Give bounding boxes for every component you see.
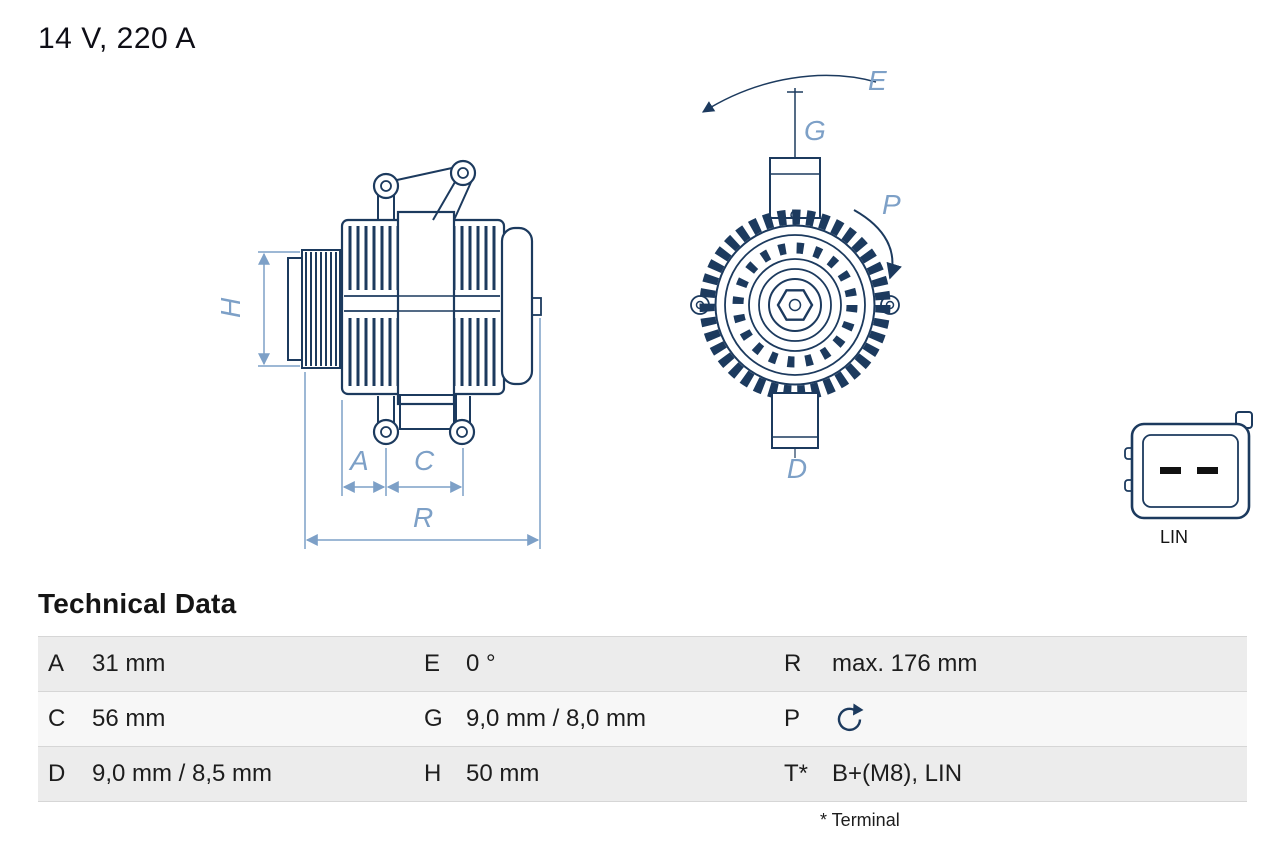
- bottom-mounting-block: [771, 392, 819, 449]
- lin-connector-icon: LIN: [1124, 411, 1253, 547]
- bottom-mounting-lugs: [372, 394, 476, 446]
- technical-drawing-svg: H A C R: [215, 65, 1253, 549]
- dim-value: max. 176 mm: [822, 636, 1247, 692]
- dimension-label-d: D: [787, 453, 807, 484]
- rear-cover: [500, 226, 534, 386]
- dimension-P: P: [853, 189, 902, 280]
- dim-value: 9,0 mm / 8,0 mm: [456, 691, 774, 747]
- dim-key: P: [774, 691, 822, 747]
- section-heading: Technical Data: [38, 588, 237, 619]
- dim-value: B+(M8), LIN: [822, 746, 1247, 802]
- rotation-direction-cell: [822, 691, 1247, 747]
- dimension-H: H: [215, 251, 300, 367]
- top-mounting-lugs: [372, 159, 477, 221]
- connector-pin: [1160, 467, 1181, 474]
- stator-ring: [699, 209, 891, 401]
- alternator-body: [340, 210, 542, 406]
- top-terminal-block: [769, 157, 821, 220]
- dimension-label-e: E: [868, 65, 887, 96]
- table-row: D 9,0 mm / 8,5 mm H 50 mm T* B+(M8), LIN: [38, 746, 1247, 802]
- alternator-front-view: E G P D: [690, 65, 902, 484]
- pulley: [287, 249, 341, 369]
- dim-key: H: [414, 746, 456, 802]
- technical-drawing: H A C R: [215, 65, 1253, 549]
- dim-value: 9,0 mm / 8,5 mm: [82, 746, 414, 802]
- dim-value: 56 mm: [82, 691, 414, 747]
- table-row: C 56 mm G 9,0 mm / 8,0 mm P: [38, 691, 1247, 747]
- dim-key: T*: [774, 746, 822, 802]
- center-boss: [396, 210, 456, 406]
- dimension-label-a: A: [348, 445, 369, 476]
- dim-key: E: [414, 636, 456, 692]
- product-rating-title: 14 V, 220 A: [38, 22, 196, 55]
- connector-pin: [1197, 467, 1218, 474]
- dim-key: R: [774, 636, 822, 692]
- dim-key: A: [38, 636, 82, 692]
- dim-key: G: [414, 691, 456, 747]
- alternator-side-view: H A C R: [215, 159, 542, 549]
- dim-value: 31 mm: [82, 636, 414, 692]
- technical-data-table: A 31 mm E 0 ° R max. 176 mm C 56 mm G 9,…: [38, 636, 1247, 802]
- b-plus-terminal: [531, 297, 542, 316]
- connector-label: LIN: [1160, 527, 1188, 547]
- dimension-label-p: P: [882, 189, 901, 220]
- dim-value: 0 °: [456, 636, 774, 692]
- dimension-E: E: [701, 65, 887, 113]
- dimension-D: D: [787, 448, 807, 484]
- shaft-nut-hexagon: [776, 289, 814, 321]
- dimension-R: R: [304, 318, 541, 549]
- table-row: A 31 mm E 0 ° R max. 176 mm: [38, 636, 1247, 692]
- dim-key: C: [38, 691, 82, 747]
- terminal-footnote: * Terminal: [820, 810, 900, 830]
- dimension-C: C: [386, 445, 464, 496]
- dim-key: D: [38, 746, 82, 802]
- dimension-label-r: R: [413, 502, 433, 533]
- dimension-label-h: H: [215, 297, 246, 318]
- dimension-A: A: [341, 400, 387, 496]
- dimension-label-c: C: [414, 445, 435, 476]
- dimension-G: G: [787, 88, 826, 158]
- dim-value: 50 mm: [456, 746, 774, 802]
- rotation-direction-icon: [837, 703, 864, 731]
- technical-data-section: Technical Data A 31 mm E 0 ° R max. 176 …: [38, 588, 1247, 831]
- dimension-label-g: G: [804, 115, 826, 146]
